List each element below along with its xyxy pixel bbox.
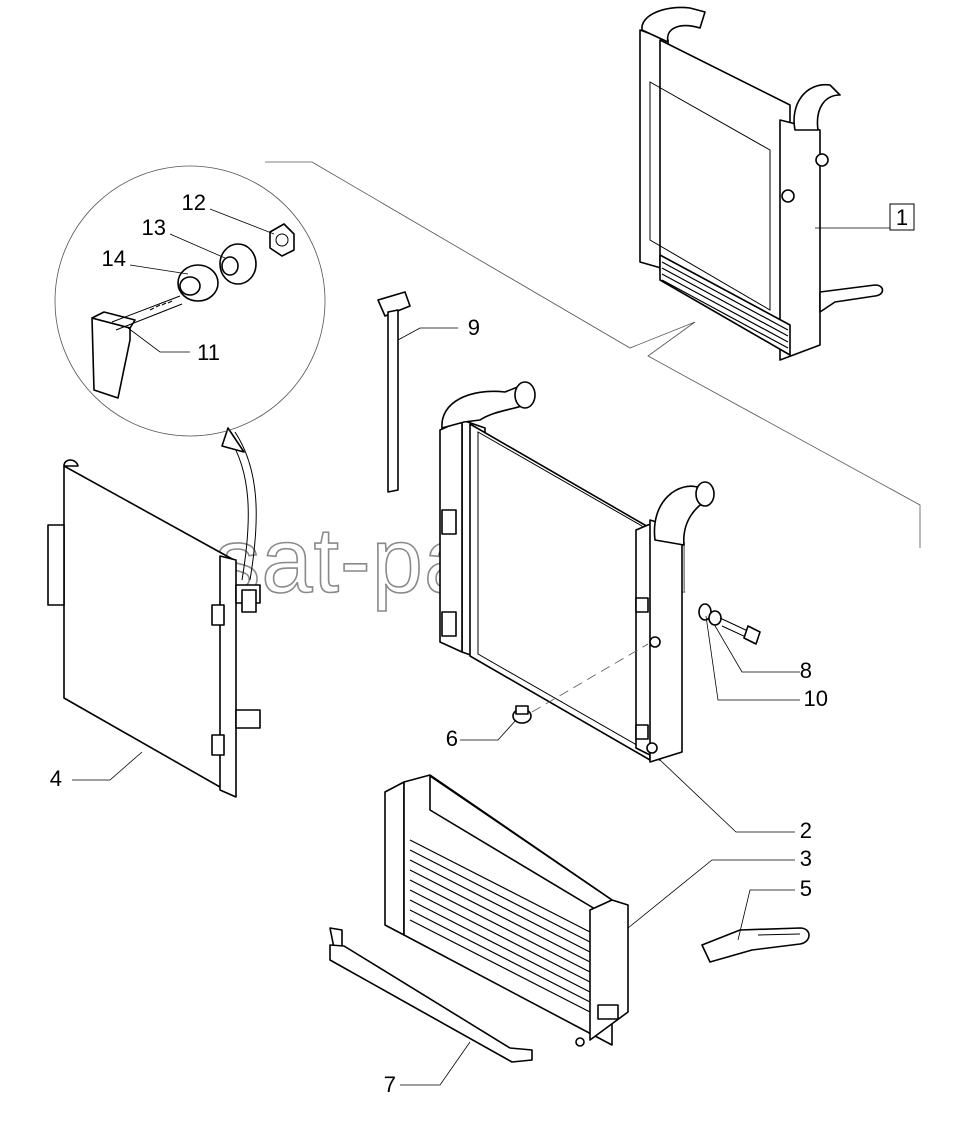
leader-lines bbox=[72, 208, 890, 1086]
callout-12: 12 bbox=[182, 190, 206, 215]
drain-plug bbox=[512, 643, 649, 724]
callout-1-box bbox=[889, 203, 915, 231]
callout-14: 14 bbox=[102, 246, 126, 271]
radiator-core bbox=[439, 381, 715, 763]
rubber-bushing bbox=[177, 264, 219, 302]
lower-support-rod bbox=[329, 927, 533, 1063]
washer bbox=[219, 243, 257, 285]
callout-2: 2 bbox=[800, 818, 812, 843]
mounting-bracket-detail bbox=[91, 311, 136, 399]
callout-11: 11 bbox=[197, 340, 220, 365]
bolt bbox=[698, 603, 761, 645]
intercooler bbox=[384, 774, 629, 1047]
callout-4: 4 bbox=[50, 766, 62, 791]
callout-9: 9 bbox=[468, 315, 480, 340]
callout-7: 7 bbox=[384, 1072, 396, 1097]
detail-arrowhead bbox=[221, 427, 245, 453]
callout-10: 10 bbox=[804, 686, 828, 711]
stud-bolt bbox=[111, 295, 183, 331]
callout-13: 13 bbox=[142, 215, 166, 240]
detail-arrow bbox=[234, 431, 257, 581]
nut bbox=[269, 223, 295, 257]
callout-8: 8 bbox=[800, 658, 812, 683]
retaining-strap bbox=[377, 291, 411, 493]
assembly-guide-line bbox=[265, 161, 921, 548]
callout-5: 5 bbox=[800, 876, 812, 901]
side-bracket bbox=[701, 927, 810, 963]
detail-circle bbox=[54, 165, 326, 437]
callout-1: 1 bbox=[896, 205, 908, 230]
callout-3: 3 bbox=[800, 846, 812, 871]
callout-6: 6 bbox=[446, 726, 458, 751]
radiator-assembly bbox=[639, 6, 884, 361]
condenser bbox=[47, 459, 261, 798]
